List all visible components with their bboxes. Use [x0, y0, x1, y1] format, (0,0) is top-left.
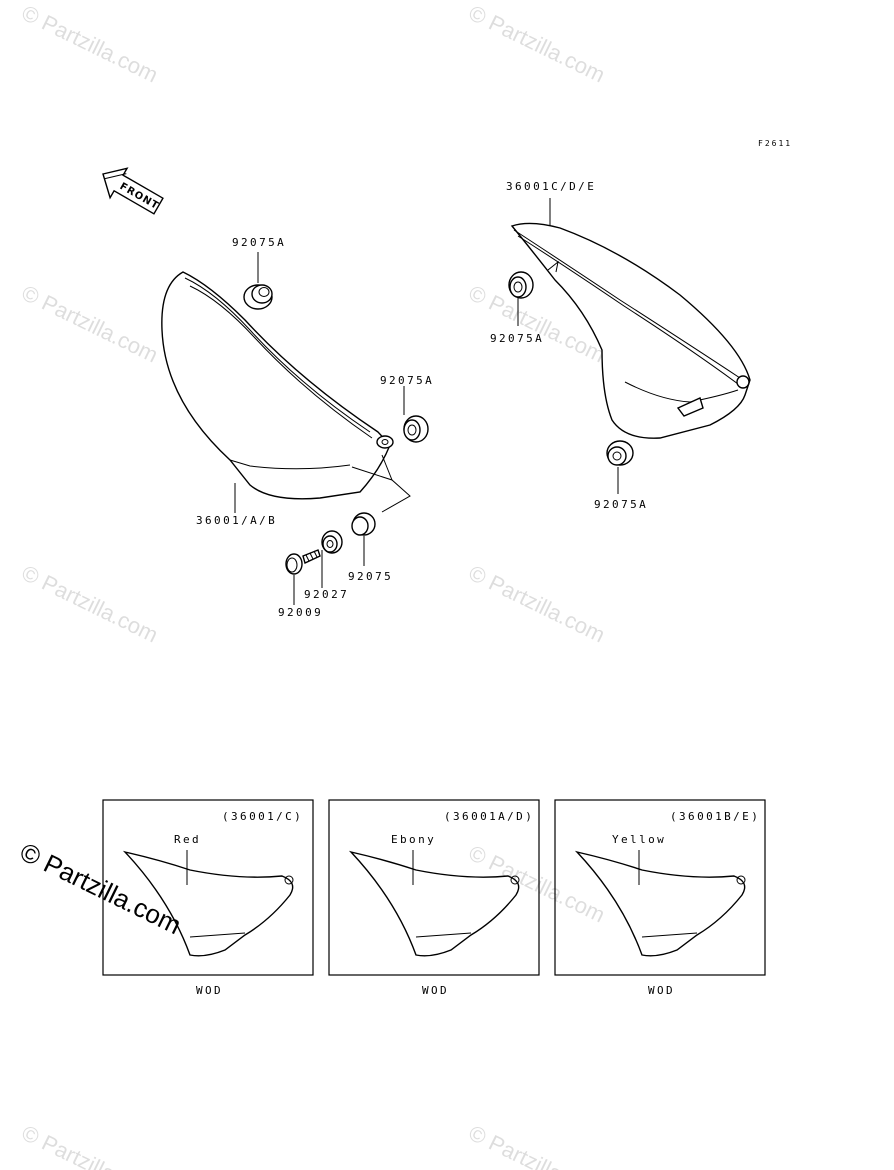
color-variant-yellow: (36001B/E) Yellow WOD: [554, 799, 766, 997]
part-label: 92075A: [380, 374, 434, 387]
variant-footer: WOD: [196, 984, 223, 997]
variant-footer: WOD: [422, 984, 449, 997]
grommet-92075a-right-lower: 92075A: [594, 440, 648, 511]
part-label: 36001/A/B: [196, 514, 277, 527]
watermark-text: © Partzilla.com: [18, 280, 162, 367]
variant-code: (36001B/E): [670, 810, 760, 823]
front-arrow: FRONT: [102, 167, 164, 215]
variant-color: Red: [174, 833, 201, 846]
color-variant-ebony: (36001A/D) Ebony WOD: [328, 799, 540, 997]
grommet-92075a-mid-left: 92075A: [380, 374, 434, 443]
variant-color: Ebony: [391, 833, 436, 846]
variant-footer: WOD: [648, 984, 675, 997]
grommet-92075a-top-left: 92075A: [232, 236, 286, 310]
watermark-text: © Partzilla.com: [18, 1120, 162, 1170]
watermark-text: © Partzilla.com: [465, 0, 609, 87]
variant-code: (36001A/D): [444, 810, 534, 823]
collar-92027: 92027: [304, 530, 349, 601]
variant-color: Yellow: [612, 833, 666, 846]
grommet-92075a-right-upper: 92075A: [490, 271, 544, 345]
part-label: 36001C/D/E: [506, 180, 596, 193]
color-variant-red: (36001/C) Red WOD: [102, 799, 314, 997]
bolt-92009: 92009: [278, 549, 323, 619]
watermark-text: © Partzilla.com: [465, 1120, 609, 1170]
watermark-text: © Partzilla.com: [465, 560, 609, 647]
grommet-92075: 92075: [348, 512, 393, 583]
side-cover-left: [161, 271, 411, 513]
watermark-text: © Partzilla.com: [18, 0, 162, 87]
variant-code: (36001/C): [222, 810, 303, 823]
part-label: 92009: [278, 606, 323, 619]
part-label: 92075A: [594, 498, 648, 511]
part-label: 92075A: [490, 332, 544, 345]
side-cover-right: 36001C/D/E: [506, 180, 751, 439]
part-label: 92075: [348, 570, 393, 583]
part-label: 92027: [304, 588, 349, 601]
figure-code: F2611: [758, 139, 792, 148]
watermark-text: © Partzilla.com: [18, 560, 162, 647]
part-label: 92075A: [232, 236, 286, 249]
